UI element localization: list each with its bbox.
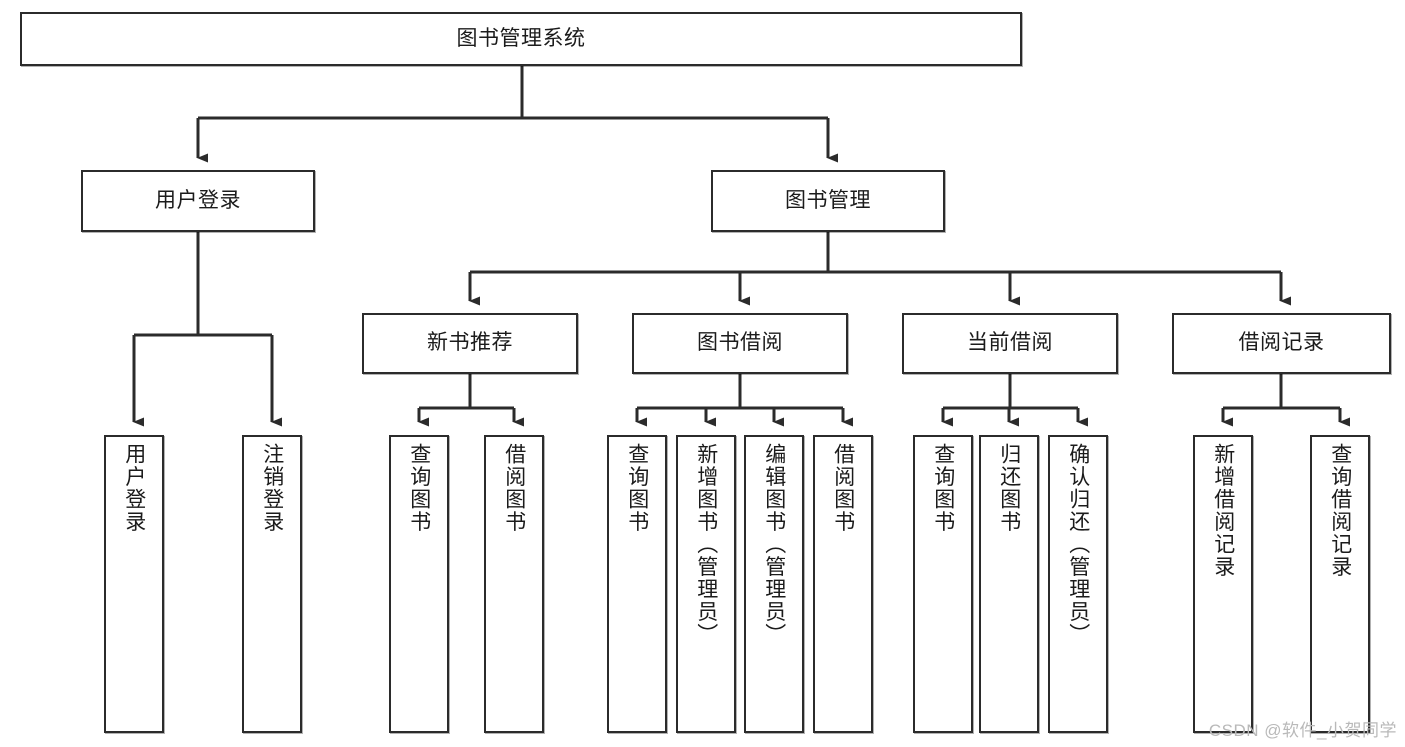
node-label: 确认归还（管理员）	[1066, 443, 1090, 646]
node-current-borrow[interactable]: 当前借阅	[902, 313, 1118, 374]
node-label: 查询图书	[407, 443, 431, 533]
leaf-user-login-login[interactable]: 用户登录	[104, 435, 164, 733]
node-label: 图书管理	[785, 188, 871, 212]
node-label: 图书管理系统	[456, 26, 586, 50]
node-label: 当前借阅	[967, 331, 1053, 355]
leaf-current-query-book[interactable]: 查询图书	[913, 435, 973, 733]
node-label: 图书借阅	[697, 331, 783, 355]
leaf-new-book-borrow[interactable]: 借阅图书	[484, 435, 544, 733]
node-label: 新书推荐	[427, 331, 513, 355]
node-borrow-record[interactable]: 借阅记录	[1172, 313, 1391, 374]
leaf-borrow-add-book-admin[interactable]: 新增图书（管理员）	[676, 435, 736, 733]
node-label: 注销登录	[260, 443, 284, 533]
node-label: 查询图书	[625, 443, 649, 533]
leaf-current-return-book[interactable]: 归还图书	[979, 435, 1039, 733]
node-label: 查询借阅记录	[1328, 443, 1352, 578]
node-label: 编辑图书（管理员）	[762, 443, 786, 646]
node-label: 借阅图书	[831, 443, 855, 533]
node-label: 借阅图书	[502, 443, 526, 533]
leaf-record-query-record[interactable]: 查询借阅记录	[1310, 435, 1370, 733]
node-label: 用户登录	[155, 188, 241, 212]
node-label: 查询图书	[931, 443, 955, 533]
watermark-text: CSDN @软件_小贺同学	[1208, 721, 1397, 740]
node-label: 归还图书	[997, 443, 1021, 533]
node-book-borrow[interactable]: 图书借阅	[632, 313, 848, 374]
leaf-borrow-borrow-book[interactable]: 借阅图书	[813, 435, 873, 733]
node-user-login[interactable]: 用户登录	[81, 170, 315, 232]
node-new-book-recommend[interactable]: 新书推荐	[362, 313, 578, 374]
leaf-borrow-query-book[interactable]: 查询图书	[607, 435, 667, 733]
node-label: 借阅记录	[1238, 331, 1325, 355]
leaf-user-login-logout[interactable]: 注销登录	[242, 435, 302, 733]
leaf-current-confirm-return-admin[interactable]: 确认归还（管理员）	[1048, 435, 1108, 733]
node-label: 新增图书（管理员）	[694, 443, 718, 646]
node-label: 新增借阅记录	[1211, 443, 1235, 578]
leaf-borrow-edit-book-admin[interactable]: 编辑图书（管理员）	[744, 435, 804, 733]
node-root-system[interactable]: 图书管理系统	[20, 12, 1022, 66]
leaf-new-book-query[interactable]: 查询图书	[389, 435, 449, 733]
node-book-management[interactable]: 图书管理	[711, 170, 945, 232]
leaf-record-add-record[interactable]: 新增借阅记录	[1193, 435, 1253, 733]
node-label: 用户登录	[122, 443, 146, 533]
